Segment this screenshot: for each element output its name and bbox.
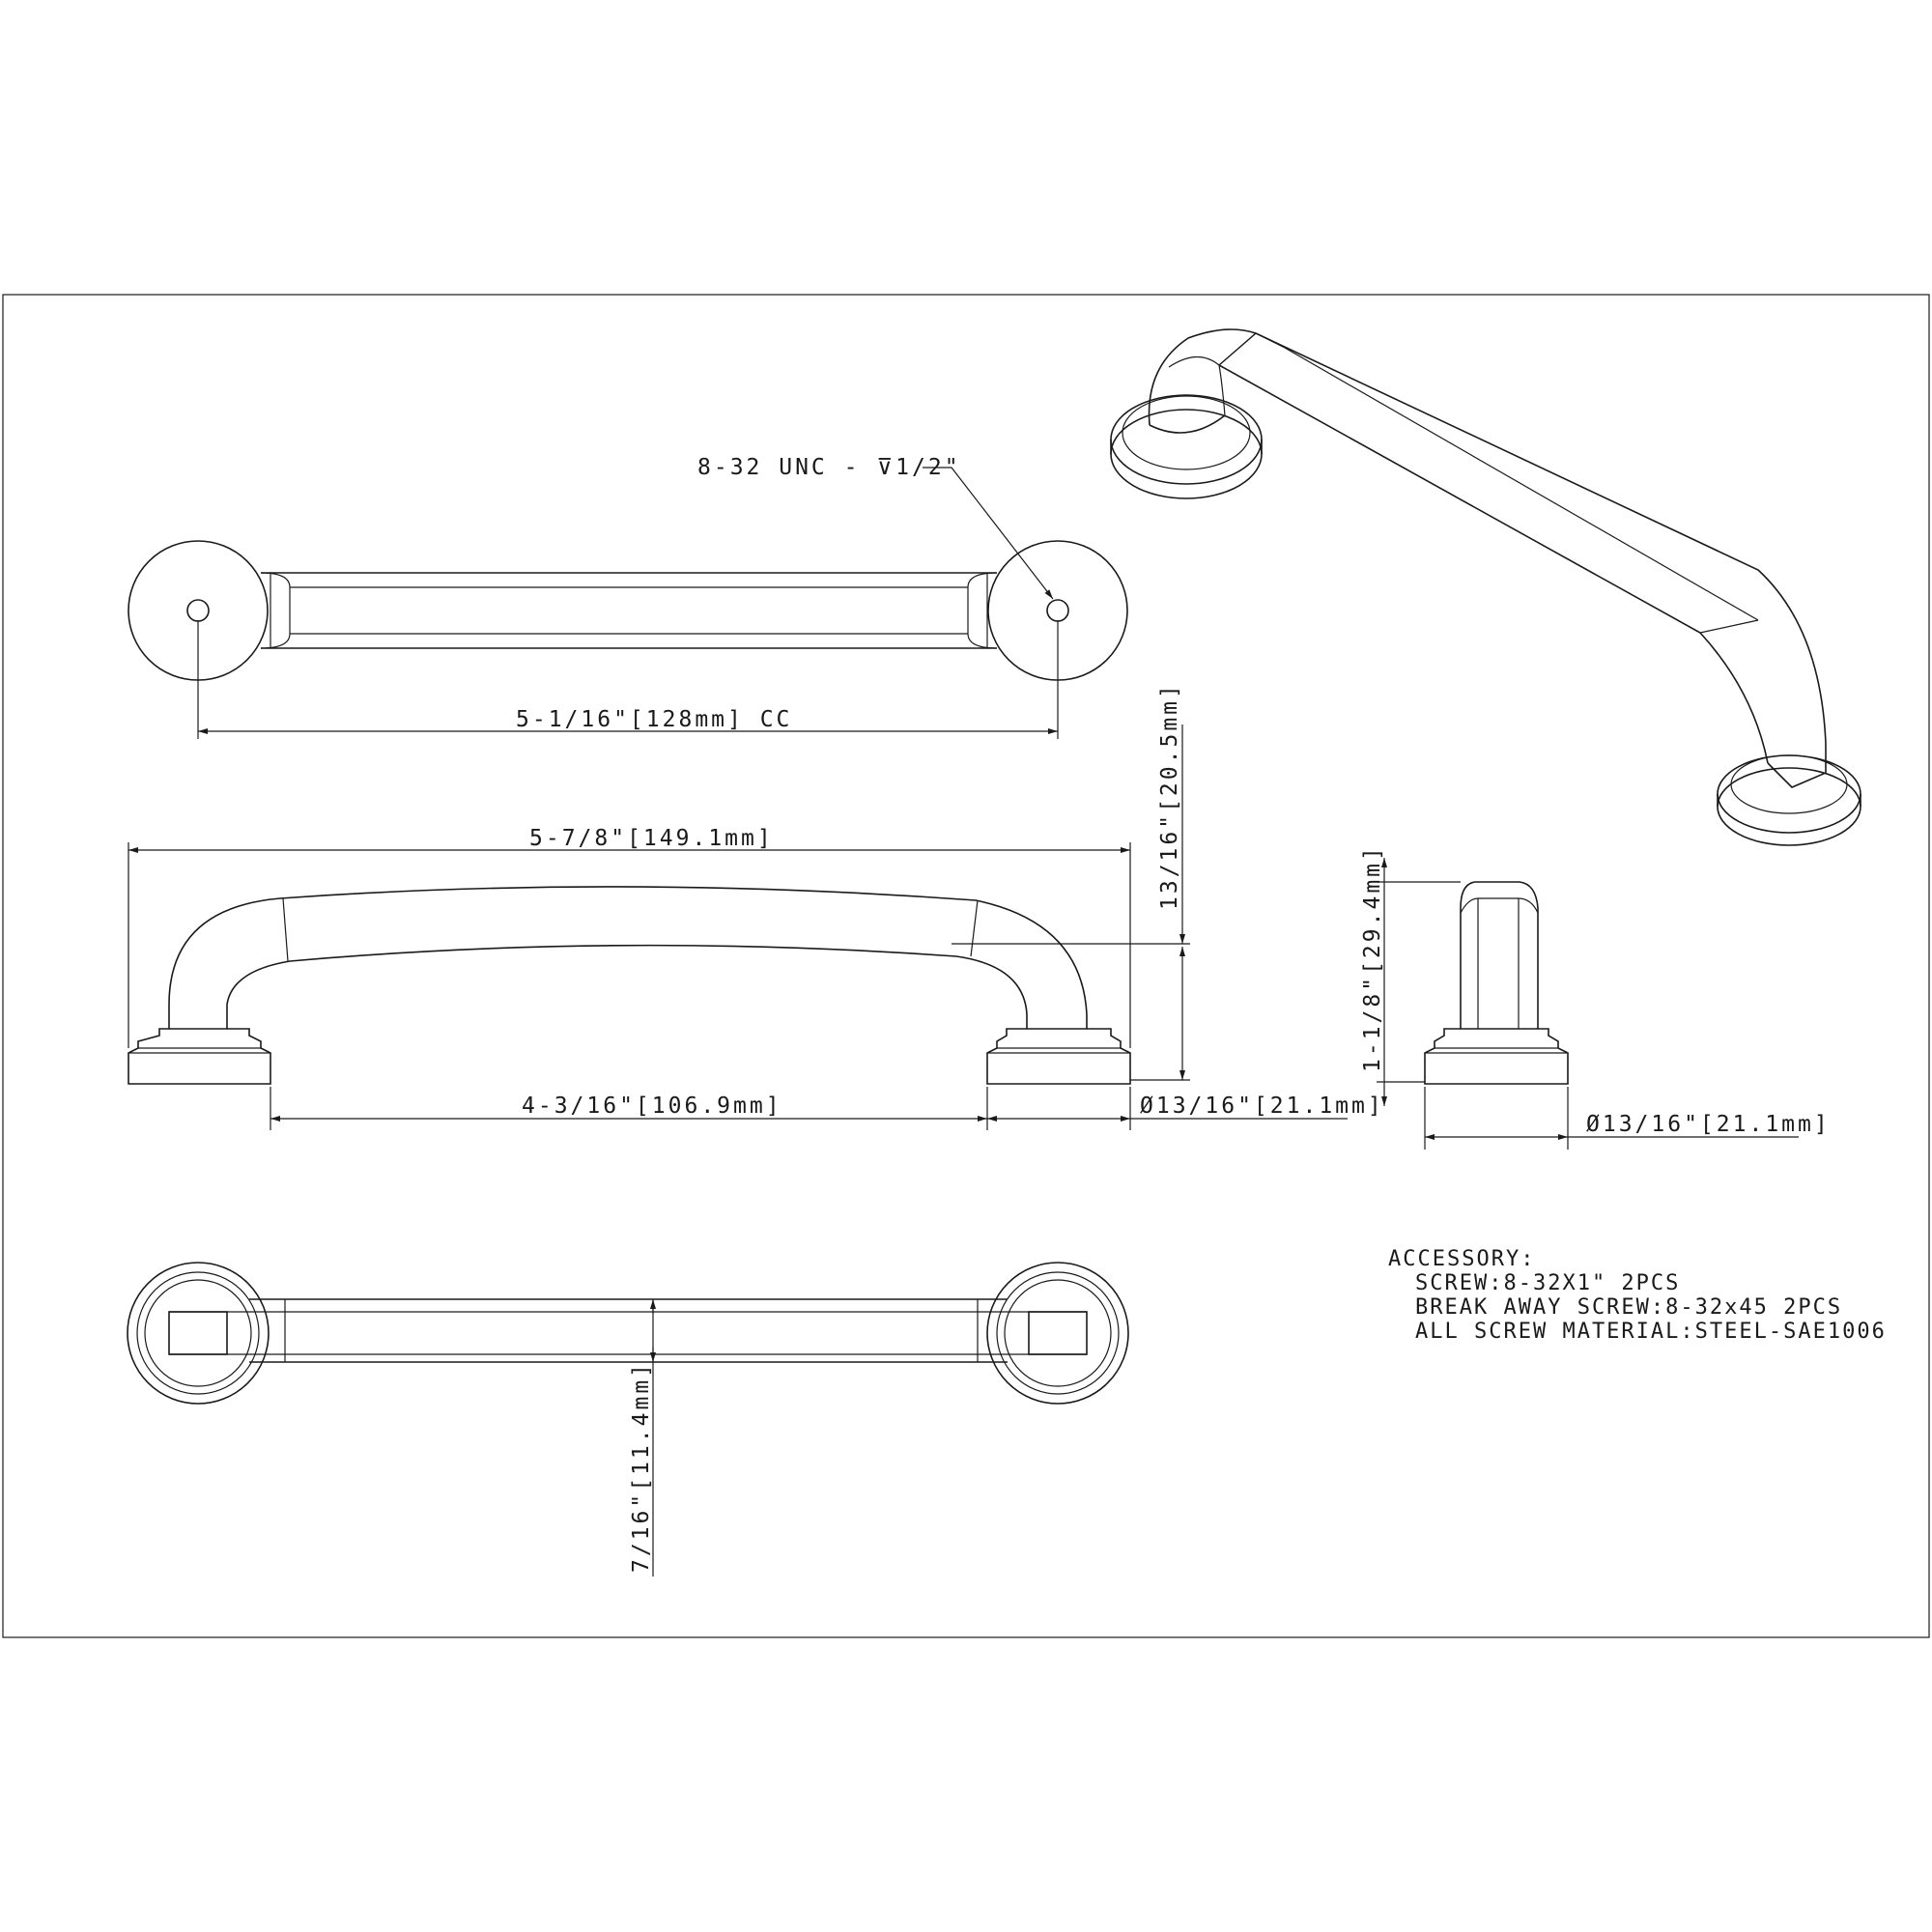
cc-dimension-label: 5-1/16"[128mm] CC (516, 707, 792, 732)
side-base-dia-label: Ø13/16"[21.1mm] (1586, 1112, 1831, 1137)
front-view (128, 886, 1131, 1085)
accessory-line-3: ALL SCREW MATERIAL:STEEL-SAE1006 (1415, 1320, 1887, 1344)
accessory-heading: ACCESSORY: (1388, 1247, 1535, 1271)
accessory-line-2: BREAK AWAY SCREW:8-32x45 2PCS (1415, 1295, 1842, 1320)
thread-leader (923, 467, 1054, 600)
accessory-line-1: SCREW:8-32X1" 2PCS (1415, 1271, 1680, 1295)
top-view (128, 540, 1128, 681)
handle-arch-inner (226, 944, 1028, 1029)
grip-height-label: 13/16"[20.5mm] (1157, 682, 1182, 910)
projection-label: 1-1/8"[29.4mm] (1360, 844, 1385, 1072)
bar-width-label: 7/16"[11.4mm] (629, 1361, 654, 1573)
side-post (1460, 881, 1539, 1029)
handle-arch-outer (168, 886, 1088, 1029)
right-base-profile (986, 1028, 1131, 1085)
side-base-profile (1424, 1028, 1569, 1085)
drawing-border (2, 294, 1930, 1638)
thread-callout: 8-32 UNC - ⊽1/2" (697, 455, 961, 480)
right-screw-hole (1046, 599, 1069, 622)
left-screw-hole (186, 599, 210, 622)
plan-view (127, 1262, 1129, 1405)
isometric-view (1110, 328, 1861, 846)
inside-length-label: 4-3/16"[106.9mm] (522, 1094, 782, 1119)
front-base-dia-label: Ø13/16"[21.1mm] (1140, 1094, 1384, 1119)
side-view (1424, 881, 1569, 1085)
left-base-profile (128, 1028, 271, 1085)
overall-length-label: 5-7/8"[149.1mm] (529, 826, 774, 851)
